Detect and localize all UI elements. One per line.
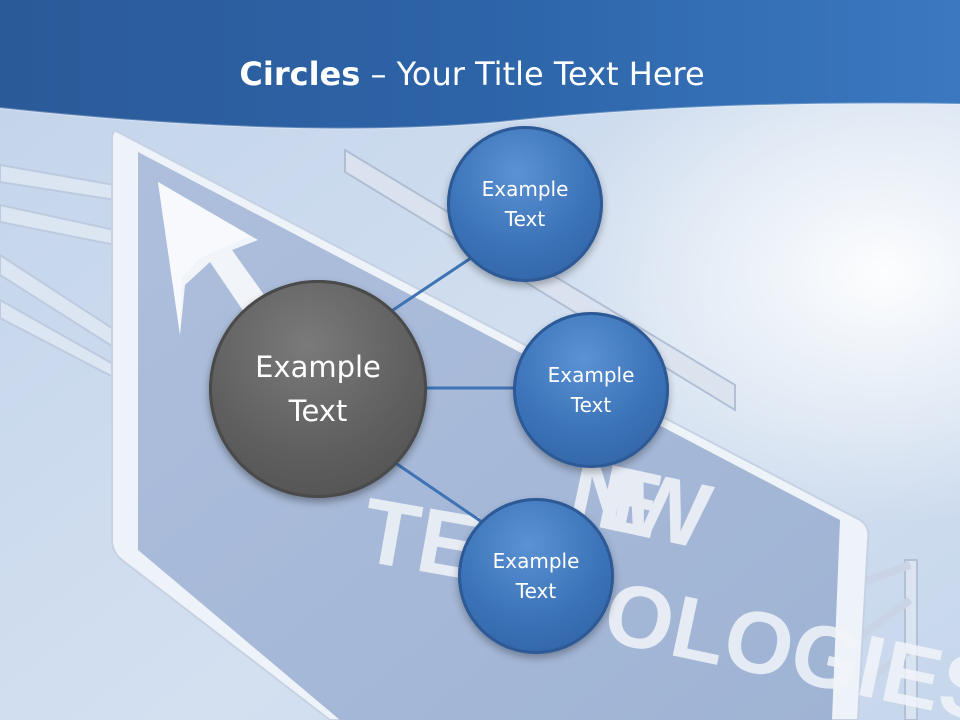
center-circle-label-line-1: Example xyxy=(255,350,381,384)
slide-title: Circles – Your Title Text Here xyxy=(0,52,944,96)
child-circle-3-label-line-1: Example xyxy=(492,549,580,573)
child-circle-1-label-line-1: Example xyxy=(481,177,569,201)
child-circle-3-label-line-2: Text xyxy=(515,579,557,603)
child-circle-1: Example Text xyxy=(447,126,603,282)
center-circle-label-line-2: Text xyxy=(288,394,348,428)
connector-3 xyxy=(393,460,483,524)
title-rest: – Your Title Text Here xyxy=(360,55,705,93)
child-circle-1-label-line-2: Text xyxy=(504,207,546,231)
child-circle-2-label-line-2: Text xyxy=(570,393,612,417)
title-bold: Circles xyxy=(239,55,361,93)
center-circle: Example Text xyxy=(209,280,427,498)
connector-1 xyxy=(389,254,475,314)
header-band xyxy=(0,0,960,129)
child-circle-2-label-line-1: Example xyxy=(547,363,635,387)
child-circle-3: Example Text xyxy=(458,498,614,654)
child-circle-2: Example Text xyxy=(513,312,669,468)
connectors xyxy=(389,254,514,524)
